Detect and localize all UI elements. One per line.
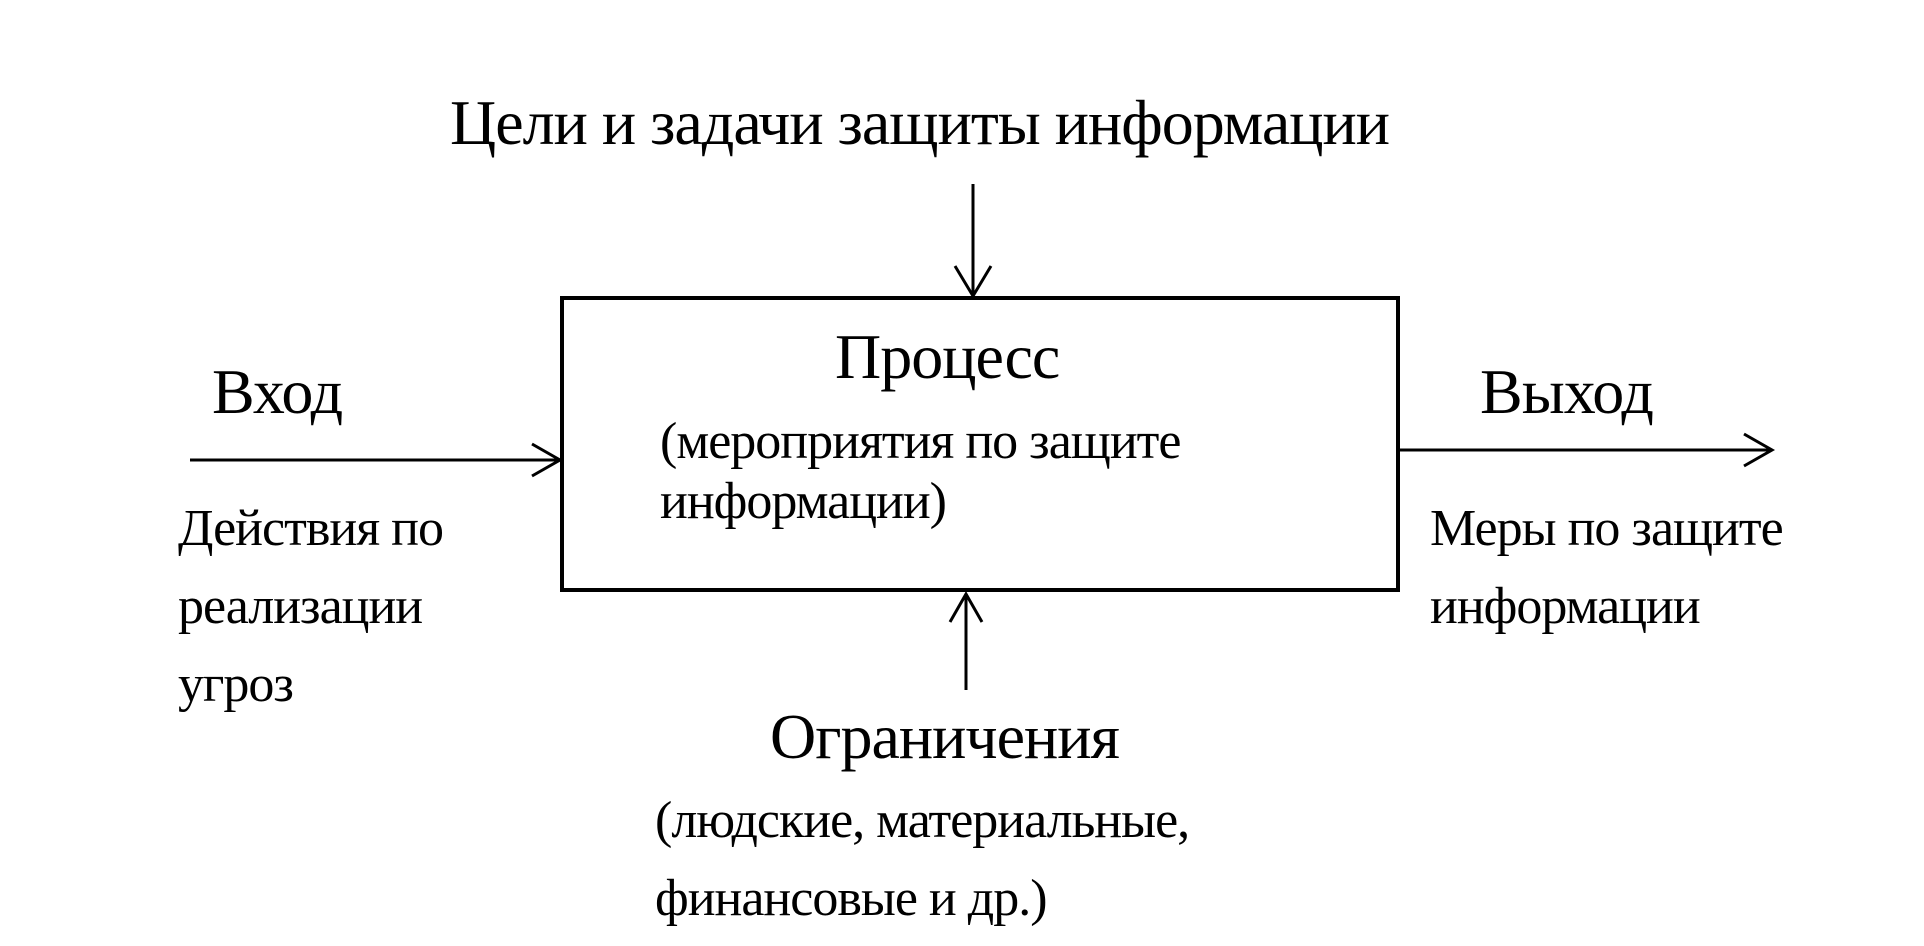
output-desc-line1: Меры по защите [1430, 500, 1784, 557]
input-desc-line1: Действия по [178, 500, 444, 557]
input-arrow [190, 442, 564, 478]
output-arrow [1398, 432, 1776, 468]
input-title: Вход [212, 356, 343, 427]
process-box [560, 296, 1400, 592]
limits-arrow [948, 590, 984, 690]
process-title: Процесс [835, 321, 1060, 392]
limits-sub-line2: финансовые и др.) [655, 870, 1048, 927]
input-description: Действия по реализации угроз [178, 490, 444, 724]
goals-arrow [953, 184, 993, 299]
process-subtitle: (мероприятия по защите информации) [660, 412, 1181, 532]
input-desc-line3: угроз [178, 656, 294, 713]
limits-sub-line1: (людские, материальные, [655, 792, 1190, 849]
output-title: Выход [1480, 356, 1654, 427]
input-desc-line2: реализации [178, 578, 423, 635]
limits-subtitle: (людские, материальные, финансовые и др.… [655, 782, 1190, 938]
limits-title: Ограничения [770, 701, 1120, 772]
goals-label: Цели и задачи защиты информации [450, 87, 1390, 158]
process-subtitle-line1: (мероприятия по защите [660, 413, 1181, 470]
process-subtitle-line2: информации) [660, 472, 947, 530]
output-description: Меры по защите информации [1430, 490, 1784, 646]
output-desc-line2: информации [1430, 578, 1701, 635]
